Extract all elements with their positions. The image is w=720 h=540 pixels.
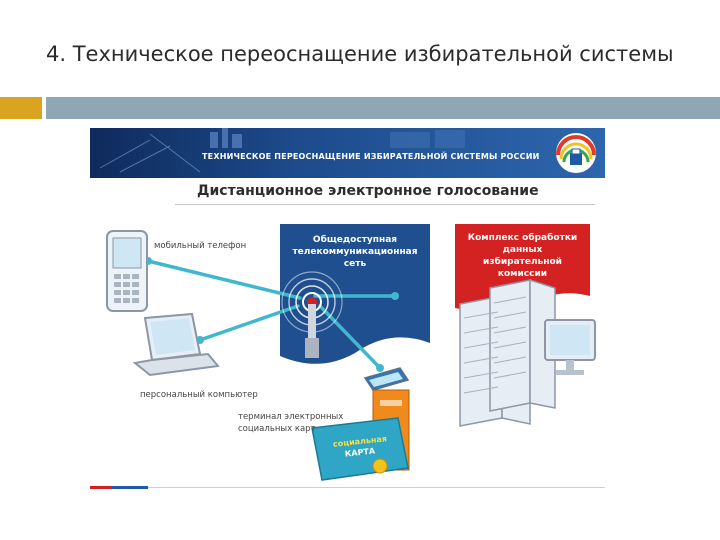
title-rule: [46, 97, 720, 119]
banner-decor: [99, 128, 465, 173]
laptop-icon: [132, 312, 220, 377]
election-commission-logo-icon: [556, 133, 596, 173]
subtitle-divider: [175, 204, 595, 205]
banner: ТЕХНИЧЕСКОЕ ПЕРЕОСНАЩЕНИЕ ИЗБИРАТЕЛЬНОЙ …: [90, 128, 605, 178]
commission-label-line3: избирательной: [483, 257, 562, 267]
banner-text: ТЕХНИЧЕСКОЕ ПЕРЕОСНАЩЕНИЕ ИЗБИРАТЕЛЬНОЙ …: [202, 152, 540, 161]
network-label-line3: сеть: [343, 259, 367, 269]
commission-label-line2: данных: [502, 245, 543, 255]
network-panel: [280, 224, 430, 364]
commission-panel: [455, 224, 590, 312]
network-label-line1: Общедоступная: [312, 235, 398, 245]
bottom-rule-gray: [148, 487, 605, 488]
title-accent-square: [0, 97, 42, 119]
mobile-phone-label: мобильный телефон: [154, 241, 247, 251]
connector-phone: [146, 259, 302, 300]
network-label-line2: телекоммуникационная: [292, 247, 418, 257]
connector-pc: [198, 304, 300, 342]
social-card-icon: [311, 417, 409, 481]
diagram-subtitle: Дистанционное электронное голосование: [197, 183, 539, 199]
monitor-icon: [544, 319, 596, 375]
server-rack-icon: [459, 278, 556, 427]
mobile-phone-icon: [106, 230, 148, 312]
slide-title: 4. Техническое переоснащение избирательн…: [46, 42, 674, 66]
bottom-rule-red: [90, 486, 112, 489]
commission-label-line1: Комплекс обработки: [467, 233, 578, 243]
diagram-figure: ТЕХНИЧЕСКОЕ ПЕРЕОСНАЩЕНИЕ ИЗБИРАТЕЛЬНОЙ …: [90, 128, 605, 493]
bottom-rule-blue: [112, 486, 148, 489]
commission-label-line4: комиссии: [497, 269, 548, 279]
terminal-label-line1: терминал электронных: [238, 412, 344, 422]
pc-label: персональный компьютер: [140, 390, 258, 400]
diagram-graphics: [106, 224, 596, 481]
terminal-label-line2: социальных карт: [238, 424, 316, 434]
